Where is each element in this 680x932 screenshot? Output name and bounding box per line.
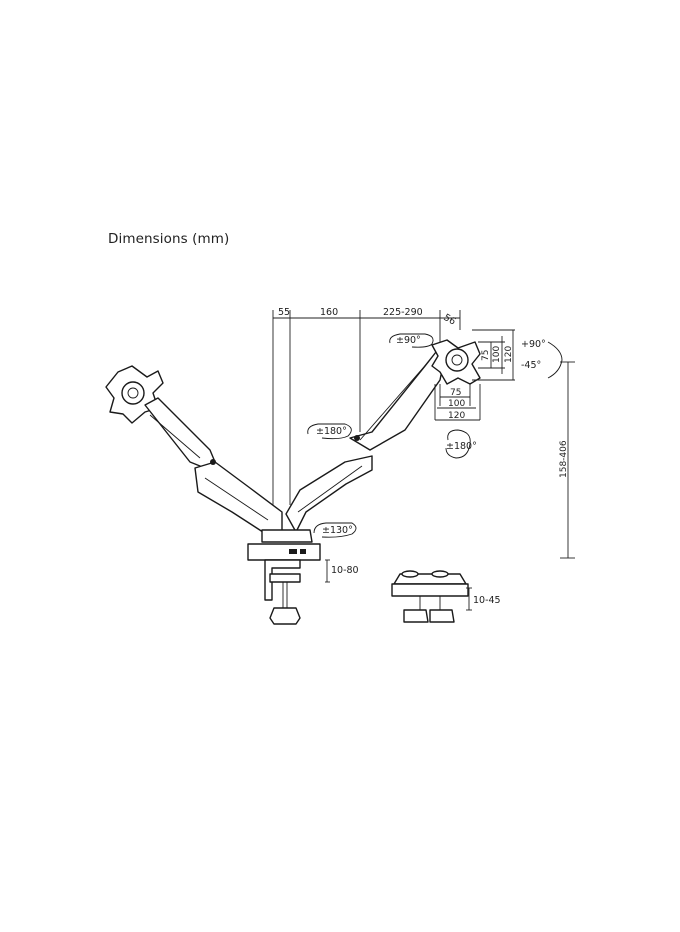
dim-10-80-label: 10-80 bbox=[331, 565, 359, 576]
grommet-mount bbox=[391, 570, 472, 623]
dim-225-290-label: 225-290 bbox=[383, 307, 423, 318]
right-arm bbox=[285, 339, 481, 533]
vesa-120-width-label: 120 bbox=[448, 411, 465, 421]
clamp-base bbox=[247, 529, 330, 625]
vesa-dimension-lines bbox=[434, 329, 515, 421]
rotation-indicators bbox=[307, 333, 563, 538]
dim-10-45-label: 10-45 bbox=[473, 595, 501, 606]
vesa-120-height-label: 120 bbox=[504, 346, 514, 363]
height-range-label: 158-406 bbox=[559, 440, 569, 478]
vesa-75-width-label: 75 bbox=[450, 388, 461, 398]
dim-55-label: 55 bbox=[278, 307, 290, 318]
tilt-90-label: ±90° bbox=[396, 335, 421, 346]
rotate-180-plate-label: ±180° bbox=[446, 441, 477, 452]
height-dimension-lines bbox=[560, 361, 575, 559]
dimensions-heading: Dimensions (mm) bbox=[108, 231, 230, 247]
vesa-100-width-label: 100 bbox=[448, 399, 465, 409]
tilt-up-label: +90° bbox=[521, 339, 546, 350]
dim-56-label: 56 bbox=[442, 312, 458, 328]
vesa-100-height-label: 100 bbox=[492, 346, 502, 363]
rotate-130-label: ±130° bbox=[322, 525, 353, 536]
dim-160-label: 160 bbox=[320, 307, 338, 318]
top-dimension-lines bbox=[272, 310, 461, 505]
tilt-down-label: -45° bbox=[521, 360, 541, 371]
swivel-180-arm-label: ±180° bbox=[316, 426, 347, 437]
left-arm bbox=[105, 365, 283, 535]
vesa-75-height-label: 75 bbox=[481, 350, 491, 361]
